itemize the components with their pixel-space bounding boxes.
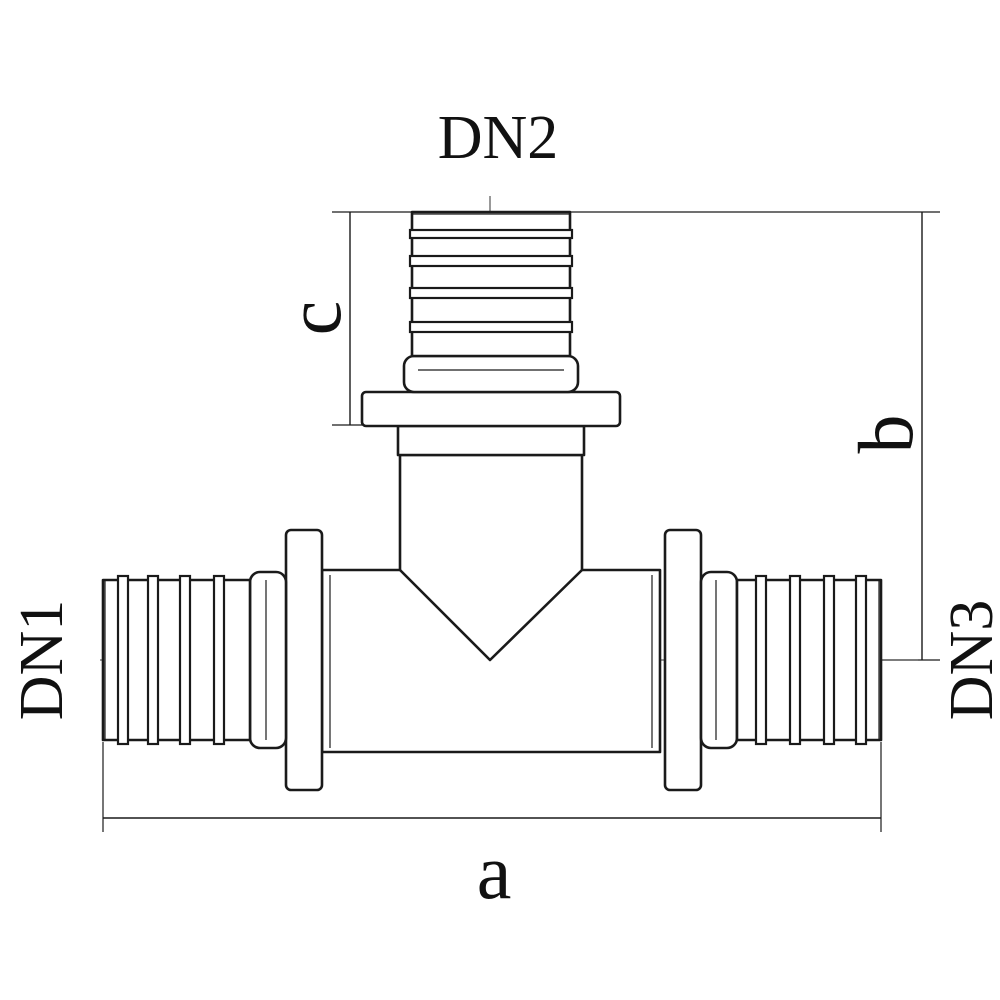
label-dn2: DN2 (438, 104, 559, 172)
label-c: c (270, 301, 357, 336)
left-branch-fitting (101, 528, 324, 792)
dimension-lines (102, 211, 940, 832)
label-dn1: DN1 (8, 600, 76, 721)
label-b: b (842, 415, 929, 454)
label-dn3: DN3 (938, 600, 1000, 721)
right-branch-fitting (663, 528, 883, 792)
top-branch-fitting (360, 210, 622, 428)
tee-body (320, 424, 662, 754)
label-a: a (477, 828, 512, 915)
